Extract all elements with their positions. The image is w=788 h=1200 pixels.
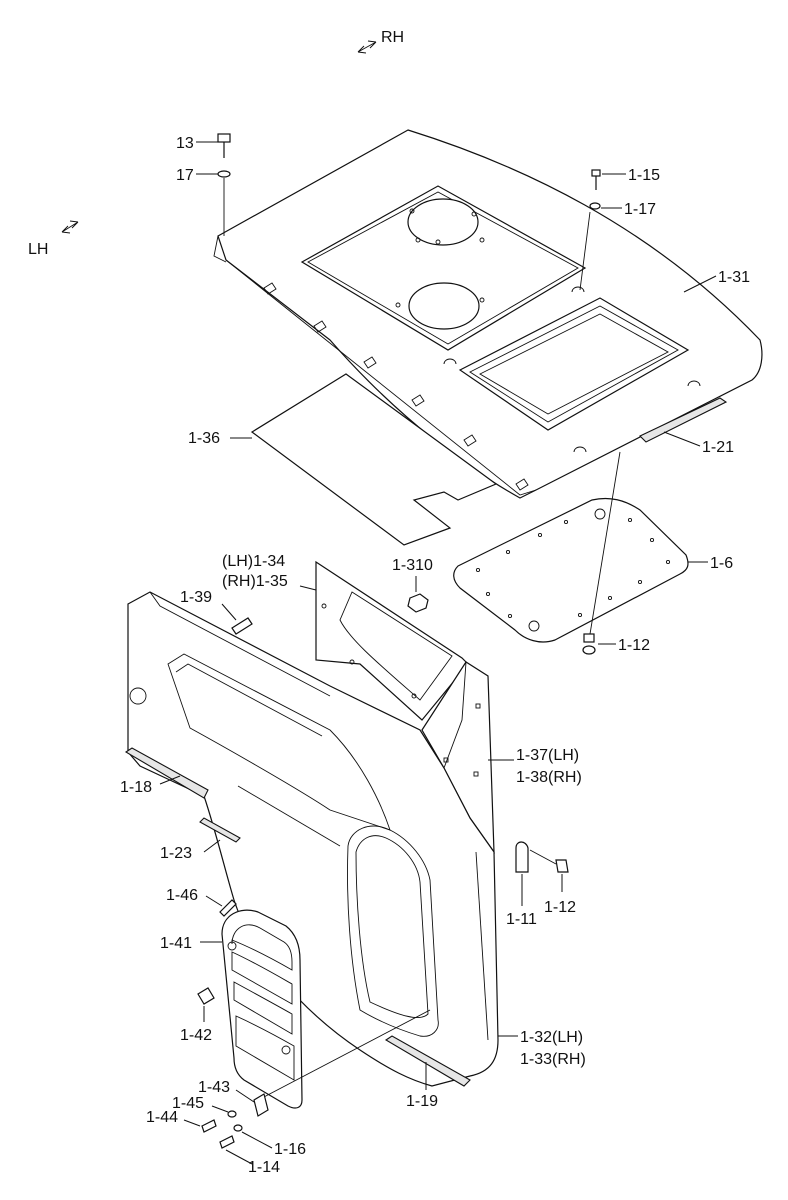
label-1-11: 1-11 [506, 911, 537, 928]
roof-panel [213, 129, 763, 499]
insulation-sheet-1-36: 1-36 [188, 373, 498, 546]
label-1-43: 1-43 [198, 1079, 230, 1096]
label-1-17: 1-17 [624, 201, 656, 218]
clip-1-42: 1-42 [180, 987, 215, 1044]
bracket-1-11: 1-11 [506, 841, 537, 928]
pin-1-46: 1-46 [166, 887, 237, 917]
label-1-21: 1-21 [702, 439, 734, 456]
label-13: 13 [176, 135, 194, 152]
label-17: 17 [176, 167, 194, 184]
side-body-1-32-1-33: 1-32(LH) 1-33(RH) [127, 591, 586, 1087]
label-1-36: 1-36 [188, 430, 220, 447]
label-1-310: 1-310 [392, 557, 433, 574]
strip-1-18: 1-18 [120, 747, 209, 799]
label-1-12-upper: 1-12 [618, 637, 650, 654]
label-1-18: 1-18 [120, 779, 152, 796]
label-1-12-lower: 1-12 [544, 899, 576, 916]
label-1-46: 1-46 [166, 887, 198, 904]
label-1-14: 1-14 [248, 1159, 280, 1176]
bolt-1-15: 1-15 [591, 167, 660, 190]
cover-plate-1-6: 1-6 [453, 497, 733, 643]
lh-arrow-icon [61, 220, 79, 234]
bolt-1-12-lower: 1-12 [529, 849, 576, 916]
label-1-37: 1-37(LH) [516, 747, 579, 764]
label-1-39: 1-39 [180, 589, 212, 606]
label-1-31: 1-31 [718, 269, 750, 286]
label-1-32: 1-32(LH) [520, 1029, 583, 1046]
label-1-35: (RH)1-35 [222, 573, 288, 590]
rh-label: RH [381, 29, 404, 46]
label-1-42: 1-42 [180, 1027, 212, 1044]
strip-1-19: 1-19 [384, 1035, 471, 1110]
side-panel-1-34-1-35: (LH)1-34 (RH)1-35 [222, 553, 469, 721]
strip-1-21: 1-21 [639, 397, 734, 456]
label-1-16: 1-16 [274, 1141, 306, 1158]
rh-arrow-icon [357, 40, 377, 54]
nut-1-310: 1-310 [392, 557, 433, 613]
label-1-15: 1-15 [628, 167, 660, 184]
bolt-1-44: 1-44 [146, 1109, 217, 1133]
filter-frame-1-41: 1-41 [160, 909, 303, 1109]
label-1-23: 1-23 [160, 845, 192, 862]
label-1-34: (LH)1-34 [222, 553, 285, 570]
washer-1-17: 1-17 [579, 201, 656, 291]
label-1-44: 1-44 [146, 1109, 178, 1126]
washer-17: 17 [176, 167, 231, 236]
hinge-1-43: 1-43 [198, 1079, 269, 1117]
washer-1-16: 1-16 [233, 1124, 306, 1158]
direction-lh: LH [28, 220, 79, 258]
bolt-1-14: 1-14 [219, 1135, 280, 1176]
label-1-19: 1-19 [406, 1093, 438, 1110]
label-1-45: 1-45 [172, 1095, 204, 1112]
washer-1-45: 1-45 [172, 1095, 237, 1118]
label-1-38: 1-38(RH) [516, 769, 582, 786]
direction-rh: RH [357, 29, 404, 54]
label-1-41: 1-41 [160, 935, 192, 952]
lh-label: LH [28, 241, 48, 258]
bolt-1-12-upper: 1-12 [582, 451, 650, 655]
label-1-33: 1-33(RH) [520, 1051, 586, 1068]
bracket-1-37-1-38: 1-37(LH) 1-38(RH) [421, 661, 582, 854]
pin-1-39: 1-39 [180, 589, 253, 635]
bolt-13: 13 [176, 133, 231, 158]
strip-1-23: 1-23 [160, 817, 241, 862]
label-1-6: 1-6 [710, 555, 733, 572]
